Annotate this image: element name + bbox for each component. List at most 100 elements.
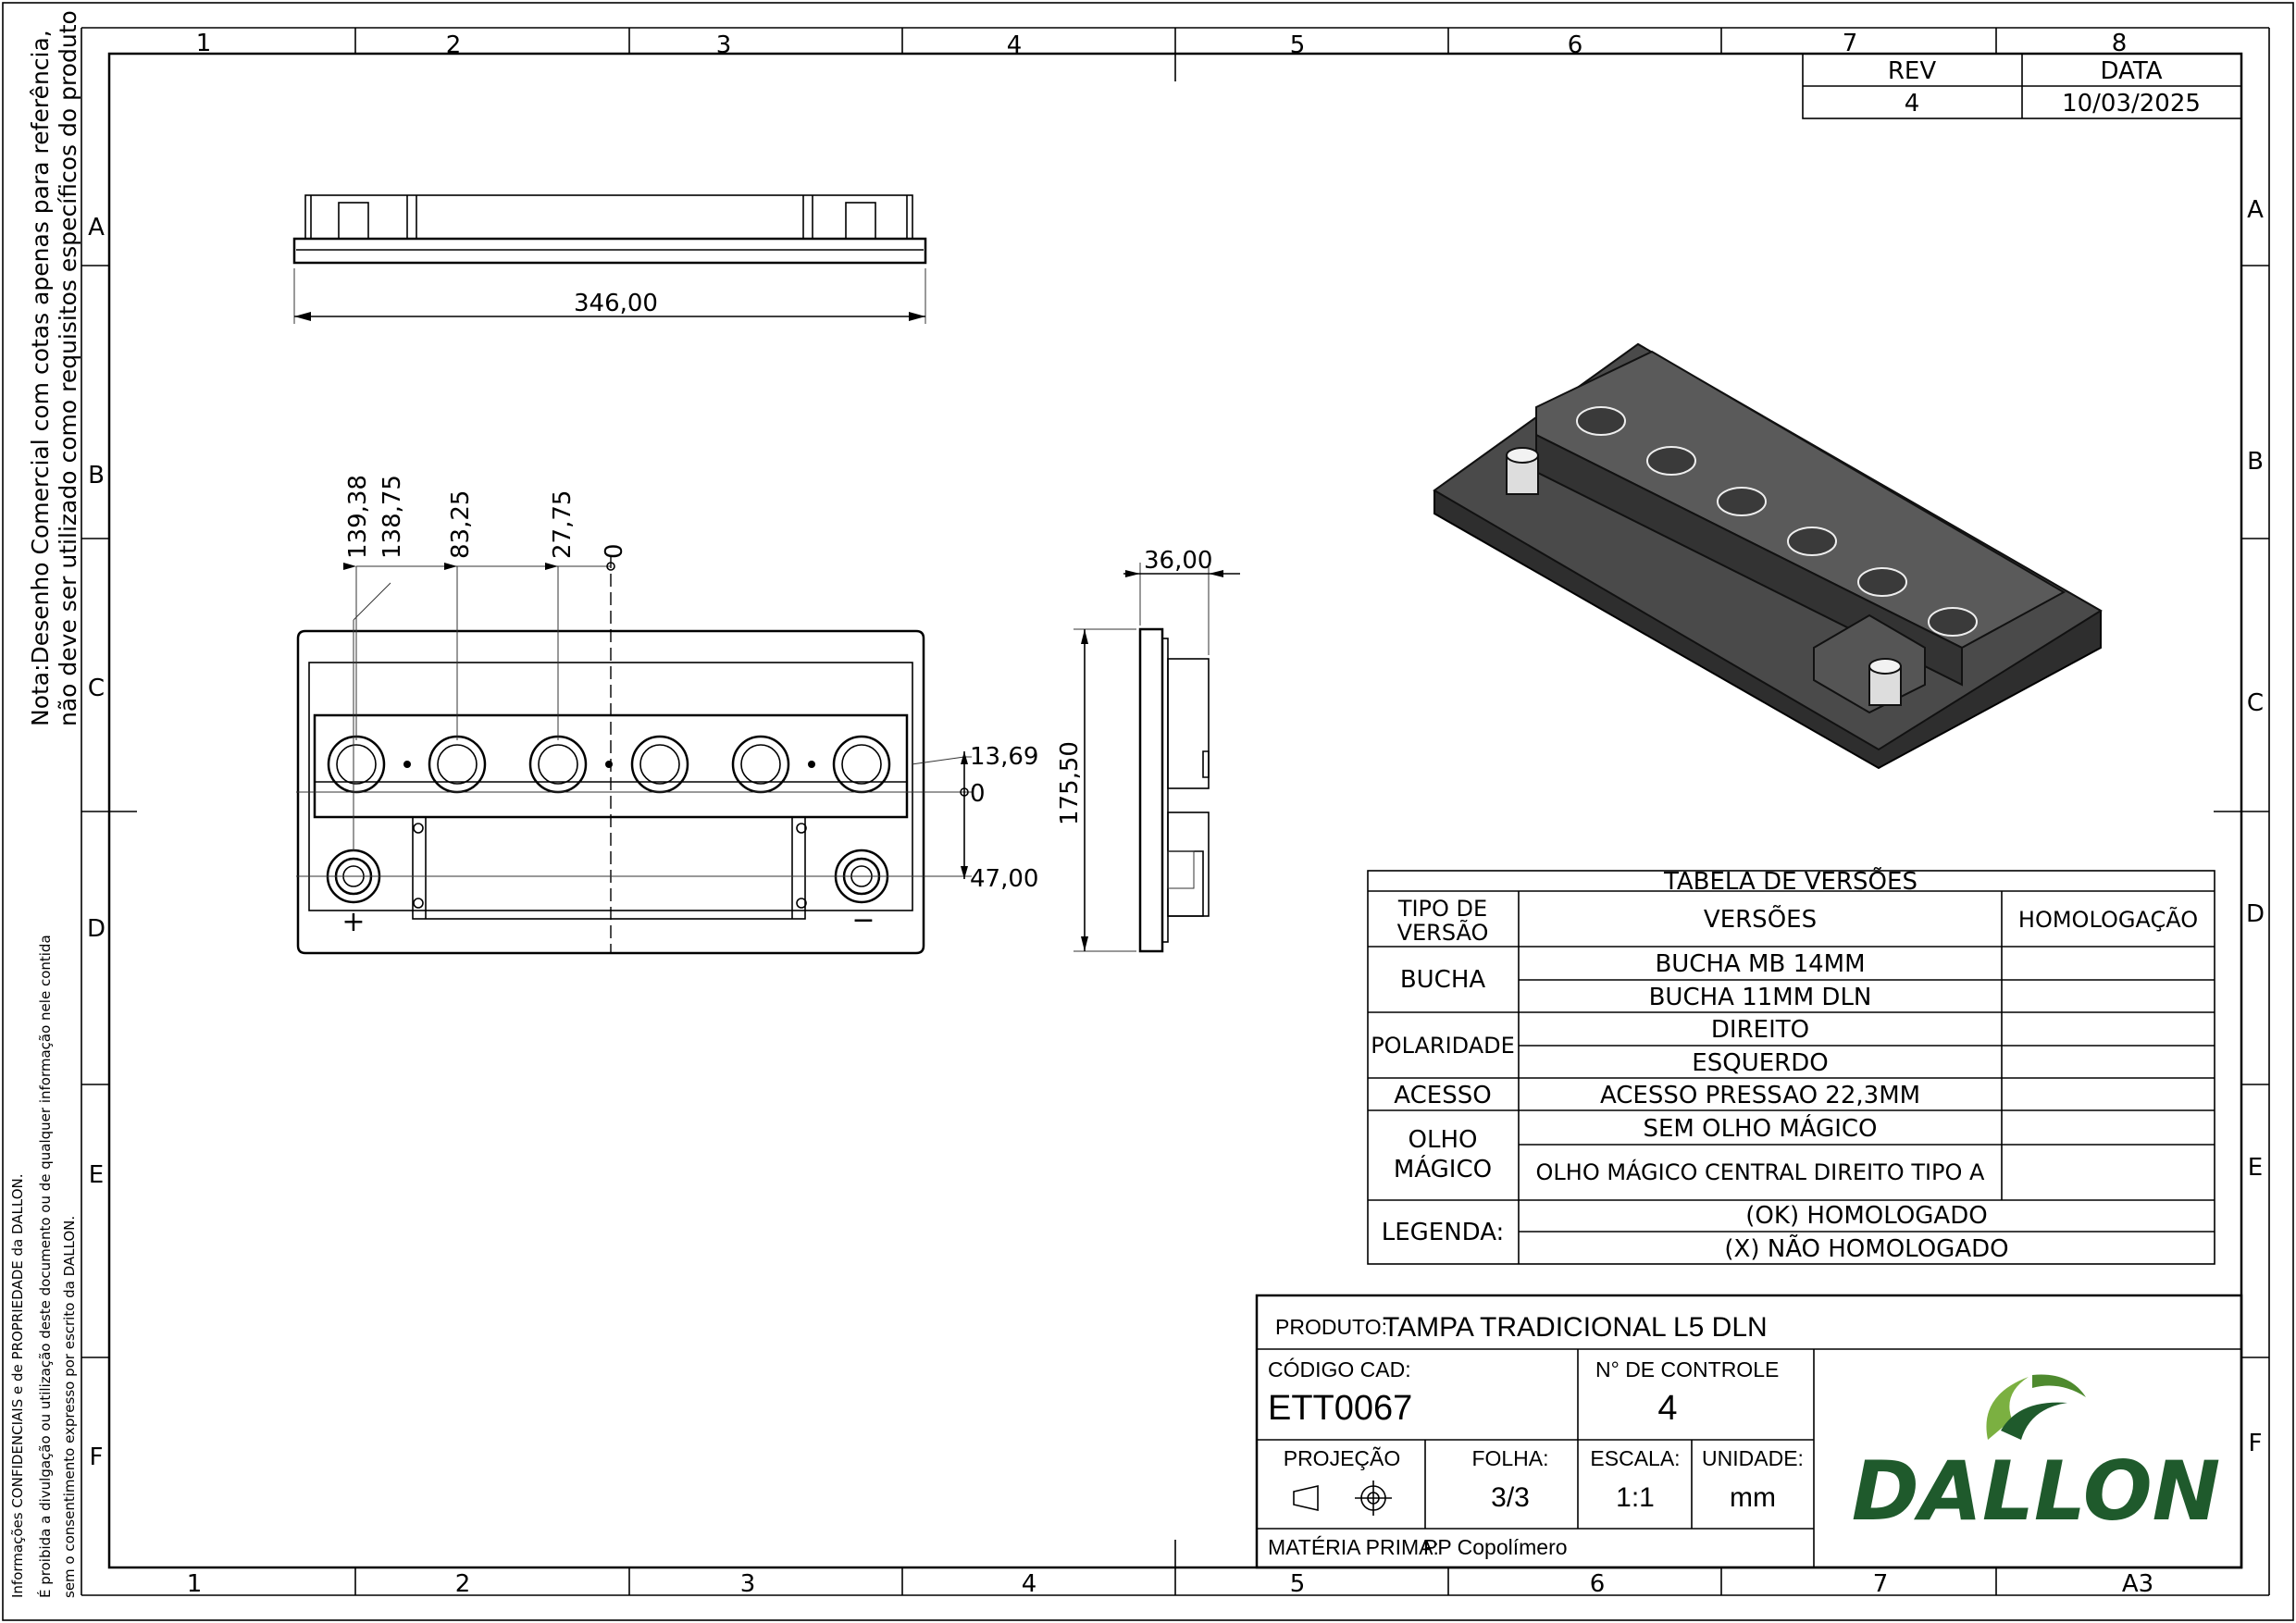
drawing-border [107,52,2243,1569]
legend-label: LEGENDA: [1382,1219,1505,1246]
revision-block: REV DATA 4 10/03/2025 [1802,53,2242,119]
group-olho-line2: MÁGICO [1394,1154,1492,1183]
version-item: ESQUERDO [1692,1049,1828,1077]
zone-col-bottom-4: 4 [1022,1570,1037,1598]
dim-y13: 13,69 [970,743,1038,771]
sheet-label: FOLHA: [1471,1446,1548,1470]
unit-value: mm [1730,1482,1776,1513]
svg-text:C: C [88,675,105,702]
svg-text:B: B [2247,448,2264,476]
version-item: DIREITO [1711,1016,1809,1044]
product-value: TAMPA TRADICIONAL L5 DLN [1383,1312,1768,1343]
reference-note: Nota:Desenho Comercial com cotas apenas … [27,10,81,726]
legend-ok: (OK) HOMOLOGADO [1745,1202,1987,1230]
date-value: 10/03/2025 [2062,90,2201,118]
rev-value: 4 [1905,90,1920,118]
iso-vent-holes [1576,406,1978,637]
material-value: PP Copolímero [1423,1535,1568,1559]
dim-139: 139,38 [344,475,372,559]
scale-value: 1:1 [1616,1482,1655,1513]
dim-y47: 47,00 [970,865,1038,893]
dim-138: 138,75 [379,475,406,559]
version-item: BUCHA MB 14MM [1655,950,1865,978]
cad-label: CÓDIGO CAD: [1268,1357,1411,1381]
svg-text:A: A [88,214,105,242]
cad-value: ETT0067 [1268,1389,1412,1428]
zone-col-6: 6 [1568,31,1583,59]
legend-x: (X) NÃO HOMOLOGADO [1724,1233,2008,1263]
end-view: 36,00 175,50 [1056,547,1240,953]
group-bucha: BUCHA [1400,966,1486,994]
zone-labels-right: A B C D E F [2246,196,2265,1457]
svg-text:A: A [2247,196,2264,224]
material-label: MATÉRIA PRIMA: [1268,1535,1439,1559]
svg-text:Nota:Desenho Comercial com cot: Nota:Desenho Comercial com cotas apenas … [27,30,54,726]
dim-27: 27,75 [549,490,577,559]
zone-col-bottom-2: 2 [455,1570,471,1598]
group-olho-line1: OLHO [1409,1126,1478,1154]
zone-labels-left: A B C D E F [87,214,105,1471]
isometric-view [1433,342,2103,770]
iso-terminals [1506,447,1902,706]
zone-col-bottom-7: 7 [1873,1570,1889,1598]
projection-label: PROJEÇÃO [1284,1446,1401,1470]
sheet-size: A3 [2122,1570,2153,1598]
svg-text:É proibida a divulgação ou uti: É proibida a divulgação ou utilização de… [36,935,54,1598]
zone-col-bottom-3: 3 [740,1570,756,1598]
title-block: PRODUTO: TAMPA TRADICIONAL L5 DLN CÓDIGO… [1255,1294,2243,1569]
group-polaridade: POLARIDADE [1371,1033,1515,1059]
zone-labels-bottom: 1 2 3 4 5 6 7 A3 [187,1570,2153,1598]
svg-text:D: D [87,915,105,943]
date-header: DATA [2101,57,2163,85]
dim-length: 346,00 [574,290,658,317]
first-angle-projection-icon [1293,1481,1392,1516]
dim-y0: 0 [970,780,986,808]
zone-grid [81,28,2269,1595]
dim-height: 36,00 [1144,547,1212,575]
group-acesso: ACESSO [1394,1082,1491,1109]
positive-mark: + [341,906,365,938]
terminals [326,823,889,909]
rev-header: REV [1888,57,1936,85]
versions-table: TABELA DE VERSÕES TIPO DE VERSÃO VERSÕES… [1367,866,2215,1265]
svg-text:E: E [89,1161,104,1189]
sheet-value: 3/3 [1491,1482,1530,1513]
version-item: BUCHA 11MM DLN [1649,984,1872,1011]
svg-text:F: F [2249,1430,2263,1457]
zone-col-8: 8 [2112,30,2128,57]
col-homologation: HOMOLOGAÇÃO [2018,905,2198,933]
svg-text:não deve ser utilizado como re: não deve ser utilizado como requisitos e… [55,10,81,726]
zone-col-bottom-5: 5 [1290,1570,1306,1598]
logo-text: DALLON [1852,1443,2221,1539]
unit-label: UNIDADE: [1702,1446,1804,1470]
svg-text:sem o consentimento expresso p: sem o consentimento expresso por escrito… [61,1216,78,1598]
zone-col-bottom-6: 6 [1590,1570,1606,1598]
negative-mark: − [851,904,875,936]
svg-text:Informações CONFIDENCIAIS e de: Informações CONFIDENCIAIS e de PROPRIEDA… [9,1173,26,1598]
col-type-line1: TIPO DE [1397,896,1487,922]
control-value: 4 [1657,1389,1677,1428]
dim-x0: 0 [601,543,628,559]
vent-holes [327,735,891,794]
version-item: OLHO MÁGICO CENTRAL DIREITO TIPO A [1536,1158,1986,1185]
zone-col-1: 1 [196,30,212,57]
zone-col-5: 5 [1290,31,1306,59]
svg-text:E: E [2248,1154,2263,1182]
top-view: + − 139,38 138,75 83,25 27,75 0 13,69 0 … [296,475,1038,955]
zone-col-7: 7 [1843,30,1858,57]
confidentiality-note: Informações CONFIDENCIAIS e de PROPRIEDA… [9,935,78,1598]
svg-text:C: C [2247,689,2264,717]
zone-labels-top: 1 2 3 4 5 6 7 8 [196,30,2128,59]
control-label: N° DE CONTROLE [1595,1357,1779,1381]
zone-col-3: 3 [716,31,732,59]
dallon-logo: DALLON [1852,1374,2221,1539]
zone-col-2: 2 [446,31,462,59]
product-label: PRODUTO: [1275,1315,1387,1339]
version-item: SEM OLHO MÁGICO [1643,1113,1877,1143]
zone-col-bottom-1: 1 [187,1570,203,1598]
scale-label: ESCALA: [1590,1446,1680,1470]
svg-text:F: F [90,1443,104,1471]
version-item: ACESSO PRESSAO 22,3MM [1600,1082,1920,1109]
